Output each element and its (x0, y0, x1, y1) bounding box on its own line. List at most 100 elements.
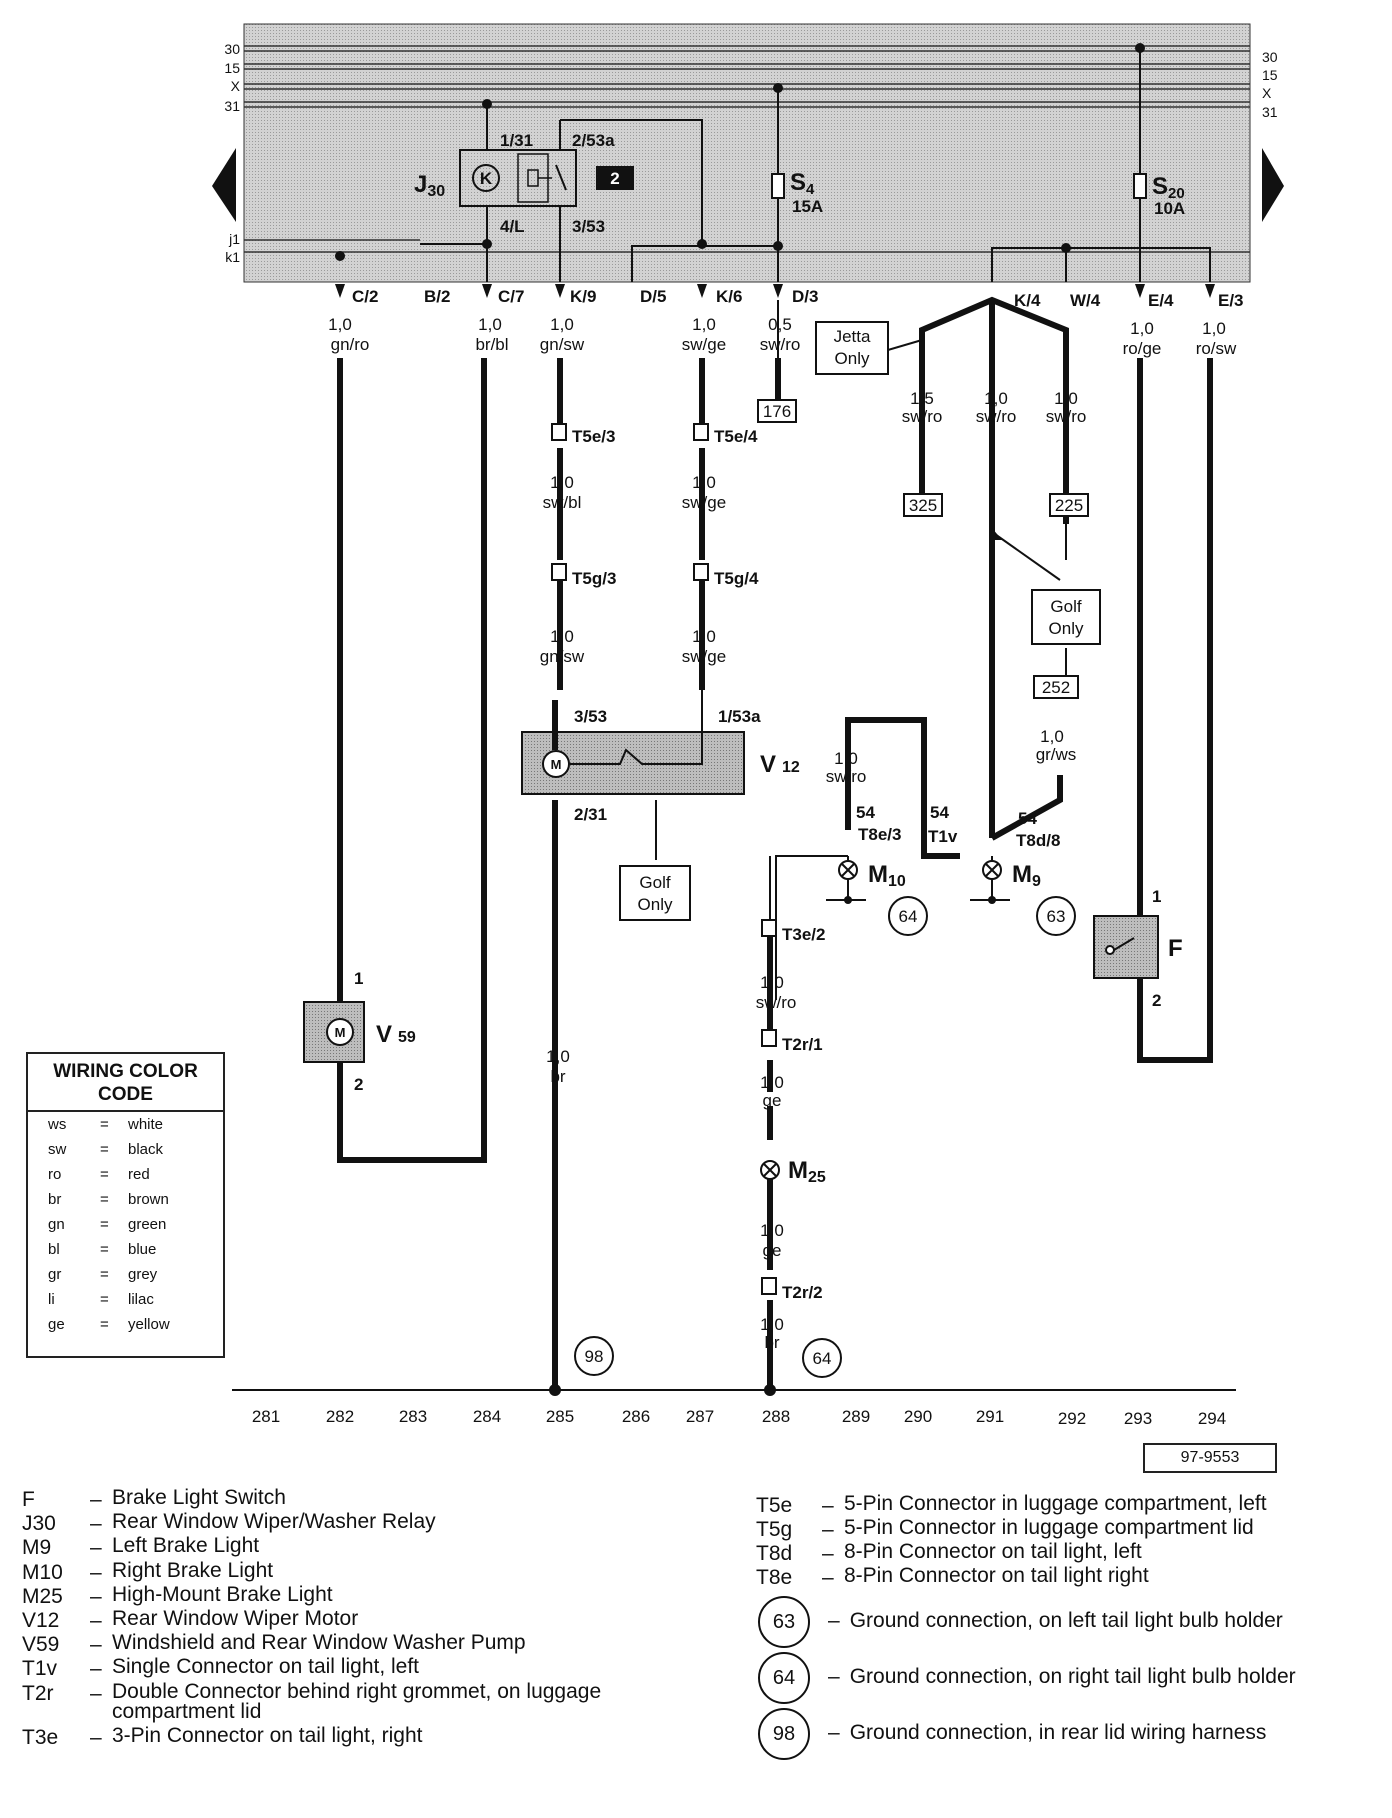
central-connectors: C/2 B/2 C/7 K/9 D/5 K/6 D/3 K/4 W/4 E/4 … (352, 287, 1244, 310)
connector-c2: C/2 (352, 287, 378, 306)
legend-code: T8e (756, 1566, 793, 1589)
wire-t5e3-color: sw/bl (543, 493, 582, 512)
connector-b2: B/2 (424, 287, 450, 306)
legend-description: 8-Pin Connector on tail light right (844, 1564, 1149, 1587)
switch-f-label: F (1168, 935, 1183, 962)
wire-t5g4-color: sw/ge (682, 647, 726, 666)
fuse-s20-rating: 10A (1154, 199, 1185, 218)
connector-arrows (335, 284, 1215, 298)
legend-dash: – (90, 1536, 102, 1560)
color-code-abbr: ws (48, 1116, 67, 1133)
color-code-abbr: br (48, 1191, 62, 1208)
wire-mid-color: sw/ro (976, 407, 1017, 426)
wire-c2-size: 1,0 (328, 315, 352, 334)
legend-code: M10 (22, 1560, 63, 1584)
ref-176: 176 (763, 402, 791, 421)
legend-description: 3-Pin Connector on tail light, right (112, 1723, 423, 1747)
color-code-abbr: bl (48, 1241, 60, 1258)
legend-right: T5e–5-Pin Connector in luggage compartme… (756, 1493, 1376, 1594)
legend-code: M25 (22, 1584, 63, 1608)
color-code-equals: = (100, 1216, 109, 1233)
connector-e4: E/4 (1148, 291, 1174, 310)
lamp-m10-label: M10 (868, 861, 906, 890)
color-code-equals: = (100, 1166, 109, 1183)
color-code-equals: = (100, 1291, 109, 1308)
ground-legend-text: –Ground connection, on right tail light … (828, 1665, 1296, 1689)
relay-pin-4-l: 4/L (500, 217, 525, 236)
legend-description: Right Brake Light (112, 1558, 274, 1582)
terminal-54-m10: 54 (856, 803, 875, 822)
legend-code: T3e (22, 1725, 59, 1749)
wire-k6-color: sw/ge (682, 335, 726, 354)
legend-description: Rear Window Wiper Motor (112, 1607, 359, 1630)
color-code-name: red (128, 1166, 150, 1183)
connector-icon (761, 919, 777, 937)
panel-left-arrow (212, 148, 236, 222)
ground-legend-description: Ground connection, on left tail light bu… (849, 1609, 1283, 1632)
wire-mid-size: 1,0 (984, 389, 1008, 408)
color-code-row: ge=yellow (28, 1312, 223, 1337)
wire-v12out-size: 1,0 (546, 1047, 570, 1066)
wire-m10-size: 1,0 (834, 749, 858, 768)
note-golf2-line2: Only (638, 895, 673, 914)
wire-c7-color: br/bl (475, 335, 508, 354)
ground-legend-number: 63 (758, 1596, 810, 1648)
inline-connectors: T5e/3 T5e/4 T5g/3 T5g/4 T8e/3 T1v T8d/8 … (551, 423, 1060, 1302)
ground-legend-text: –Ground connection, on left tail light b… (828, 1609, 1283, 1633)
ground-circles: 64 63 98 64 (574, 896, 1076, 1378)
column-287: 287 (686, 1407, 714, 1426)
arrowhead (990, 528, 1002, 540)
legend-code: T2r (22, 1681, 54, 1705)
ground-legend-item: 63 –Ground connection, on left tail light… (758, 1596, 1378, 1650)
column-288: 288 (762, 1407, 790, 1426)
legend-code: J30 (22, 1512, 56, 1536)
wire-t5g4-size: 1,0 (692, 627, 716, 646)
legend-dash: – (90, 1725, 102, 1749)
column-293: 293 (1124, 1409, 1152, 1428)
column-281: 281 (252, 1407, 280, 1426)
wire-t5e4-color: sw/ge (682, 493, 726, 512)
column-282: 282 (326, 1407, 354, 1426)
note-golf2-line1: Golf (639, 873, 670, 892)
note-golf1-line1: Golf (1050, 597, 1081, 616)
wire-e4-size: 1,0 (1130, 319, 1154, 338)
bus-label-x-left: X (231, 78, 241, 94)
color-code-abbr: ge (48, 1316, 65, 1333)
junction-dot (549, 1384, 561, 1396)
bus-label-30-right: 30 (1262, 49, 1278, 65)
ground-legend-number: 98 (758, 1708, 810, 1760)
color-code-name: blue (128, 1241, 157, 1258)
wire-v12out-color: br (550, 1067, 565, 1086)
ref-252: 252 (1042, 678, 1070, 697)
connector-e3: E/3 (1218, 291, 1244, 310)
color-code-equals: = (100, 1266, 109, 1283)
wire-t2r2-color: br (764, 1333, 779, 1352)
motor-m-symbol: M (551, 757, 562, 772)
connector-k4: K/4 (1014, 291, 1041, 310)
fuse-s20: S20 10A (1133, 43, 1185, 282)
legend-description: 5-Pin Connector in luggage compartment l… (844, 1516, 1254, 1539)
wire-t5g3-size: 1,0 (550, 627, 574, 646)
legend-description: 8-Pin Connector on tail light, left (844, 1540, 1142, 1563)
lamp-m9-label: M9 (1012, 861, 1041, 890)
color-code-abbr: sw (48, 1141, 67, 1158)
bus-label-15-left: 15 (224, 60, 240, 76)
ground-legend-number: 64 (758, 1652, 810, 1704)
wire-jetta-size: 1,5 (910, 389, 934, 408)
bus-label-15-right: 15 (1262, 67, 1278, 83)
legend-description: Double Connector behind right grommet, o… (112, 1679, 602, 1723)
ground-legend-text: –Ground connection, in rear lid wiring h… (828, 1721, 1266, 1745)
wire-c2-color: gn/ro (331, 335, 370, 354)
connector-t8d8-label: T8d/8 (1016, 831, 1060, 850)
ground-legend-description: Ground connection, in rear lid wiring ha… (849, 1721, 1267, 1744)
color-code-abbr: gr (48, 1266, 62, 1283)
wire-gr-color: gr/ws (1036, 745, 1077, 764)
wire-t3e-color: sw/ro (756, 993, 797, 1012)
wire-jetta-color: sw/ro (902, 407, 943, 426)
wire-labels: 1,0 gn/ro 1,0 br/bl 1,0 gn/sw 1,0 sw/ge … (328, 315, 1237, 1352)
legend-dash: – (90, 1560, 102, 1584)
connector-k9: K/9 (570, 287, 596, 306)
